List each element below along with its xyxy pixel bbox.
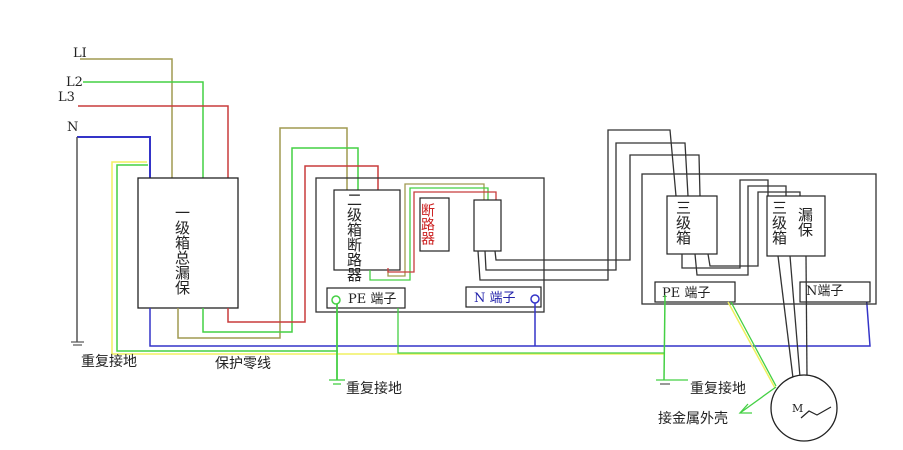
wire-black-6 <box>707 191 801 267</box>
motor-symbol <box>770 374 838 442</box>
level3-box-a <box>666 195 718 255</box>
wire-l2-out-l1 <box>202 147 359 333</box>
level1-leakage-label: 一级箱总漏保 <box>173 205 191 295</box>
wire-pe-to-motor-yellow <box>727 301 776 389</box>
ground-symbol-2 <box>329 379 345 385</box>
pe-terminal-level3-label: PE 端子 <box>662 286 710 301</box>
label-l2: L2 <box>66 75 83 90</box>
pe-terminal-level3 <box>654 281 736 303</box>
wire-l3-out-l1 <box>227 165 379 323</box>
pe-terminal-level2 <box>326 287 406 309</box>
wire-pe-out-level2 <box>397 308 665 354</box>
wire-black-2 <box>484 142 689 271</box>
arrow-metal-enclosure <box>739 386 777 414</box>
wire-pe-green <box>116 164 338 352</box>
annotation-protective-neutral: 保护零线 <box>215 356 271 372</box>
annotation-repeat-ground-3: 重复接地 <box>690 380 746 397</box>
wire-l1-out-l1 <box>177 127 348 339</box>
wire-pe-to-motor-green <box>730 301 777 387</box>
wire-l1-l2-internal <box>387 183 485 277</box>
level2-enclosure <box>315 177 545 313</box>
motor-label: M <box>792 402 803 415</box>
wire-pe-down-level3 <box>663 294 666 381</box>
wire-black-3 <box>494 154 701 261</box>
wire-n-out-l1 <box>149 291 871 347</box>
annotation-repeat-ground-1: 重复接地 <box>81 353 137 370</box>
level3-box-a-label: 三级箱 <box>674 200 692 245</box>
motor-lead-2 <box>789 255 801 378</box>
n-terminal-level3-label: N端子 <box>806 284 843 299</box>
wire-l3-l2-internal <box>387 191 497 273</box>
annotation-repeat-ground-2: 重复接地 <box>346 380 402 397</box>
wire-n-in <box>77 136 151 178</box>
annotation-metal-enclosure: 接金属外壳 <box>658 410 728 427</box>
wire-l2-in <box>83 81 204 178</box>
label-l3: L3 <box>58 90 75 105</box>
arrow-head <box>738 403 752 414</box>
level3-box-b <box>766 195 826 257</box>
level2-main-breaker <box>333 189 401 271</box>
n-terminal-level2-label: N 端子 <box>474 291 516 306</box>
level3-box-b-label: 三级箱 <box>770 200 788 245</box>
leakage-protector-label: 漏保 <box>796 207 814 237</box>
pe-terminal-level2-label: PE 端子 <box>348 292 396 307</box>
wire-pe-yellow <box>111 161 665 355</box>
level1-leakage-box <box>137 177 239 309</box>
level3-enclosure <box>641 173 877 305</box>
n-terminal-level2 <box>465 286 542 308</box>
breaker-label: 断路器 <box>419 203 435 245</box>
motor-lead-1 <box>777 255 794 379</box>
motor-lead-3 <box>805 255 808 378</box>
level2-main-breaker-label: 二级箱断路器 <box>345 192 363 282</box>
n-terminal-level3 <box>799 281 871 303</box>
wire-l3-in <box>78 105 229 178</box>
pe-terminal-screw <box>331 295 341 305</box>
label-n: N <box>67 120 78 135</box>
ground-symbol-3 <box>656 379 688 385</box>
motor-ac-wave-icon <box>800 406 832 419</box>
label-l1: LI <box>73 46 87 61</box>
wire-l1-in <box>80 58 173 178</box>
wire-black-1 <box>477 129 677 281</box>
wire-l2-l2-internal <box>369 187 489 281</box>
wire-black-4 <box>681 179 769 269</box>
wire-black-5 <box>694 185 787 276</box>
breaker-box <box>419 197 450 252</box>
branch-breaker-box <box>473 199 502 252</box>
ground-symbol-1 <box>71 341 84 346</box>
